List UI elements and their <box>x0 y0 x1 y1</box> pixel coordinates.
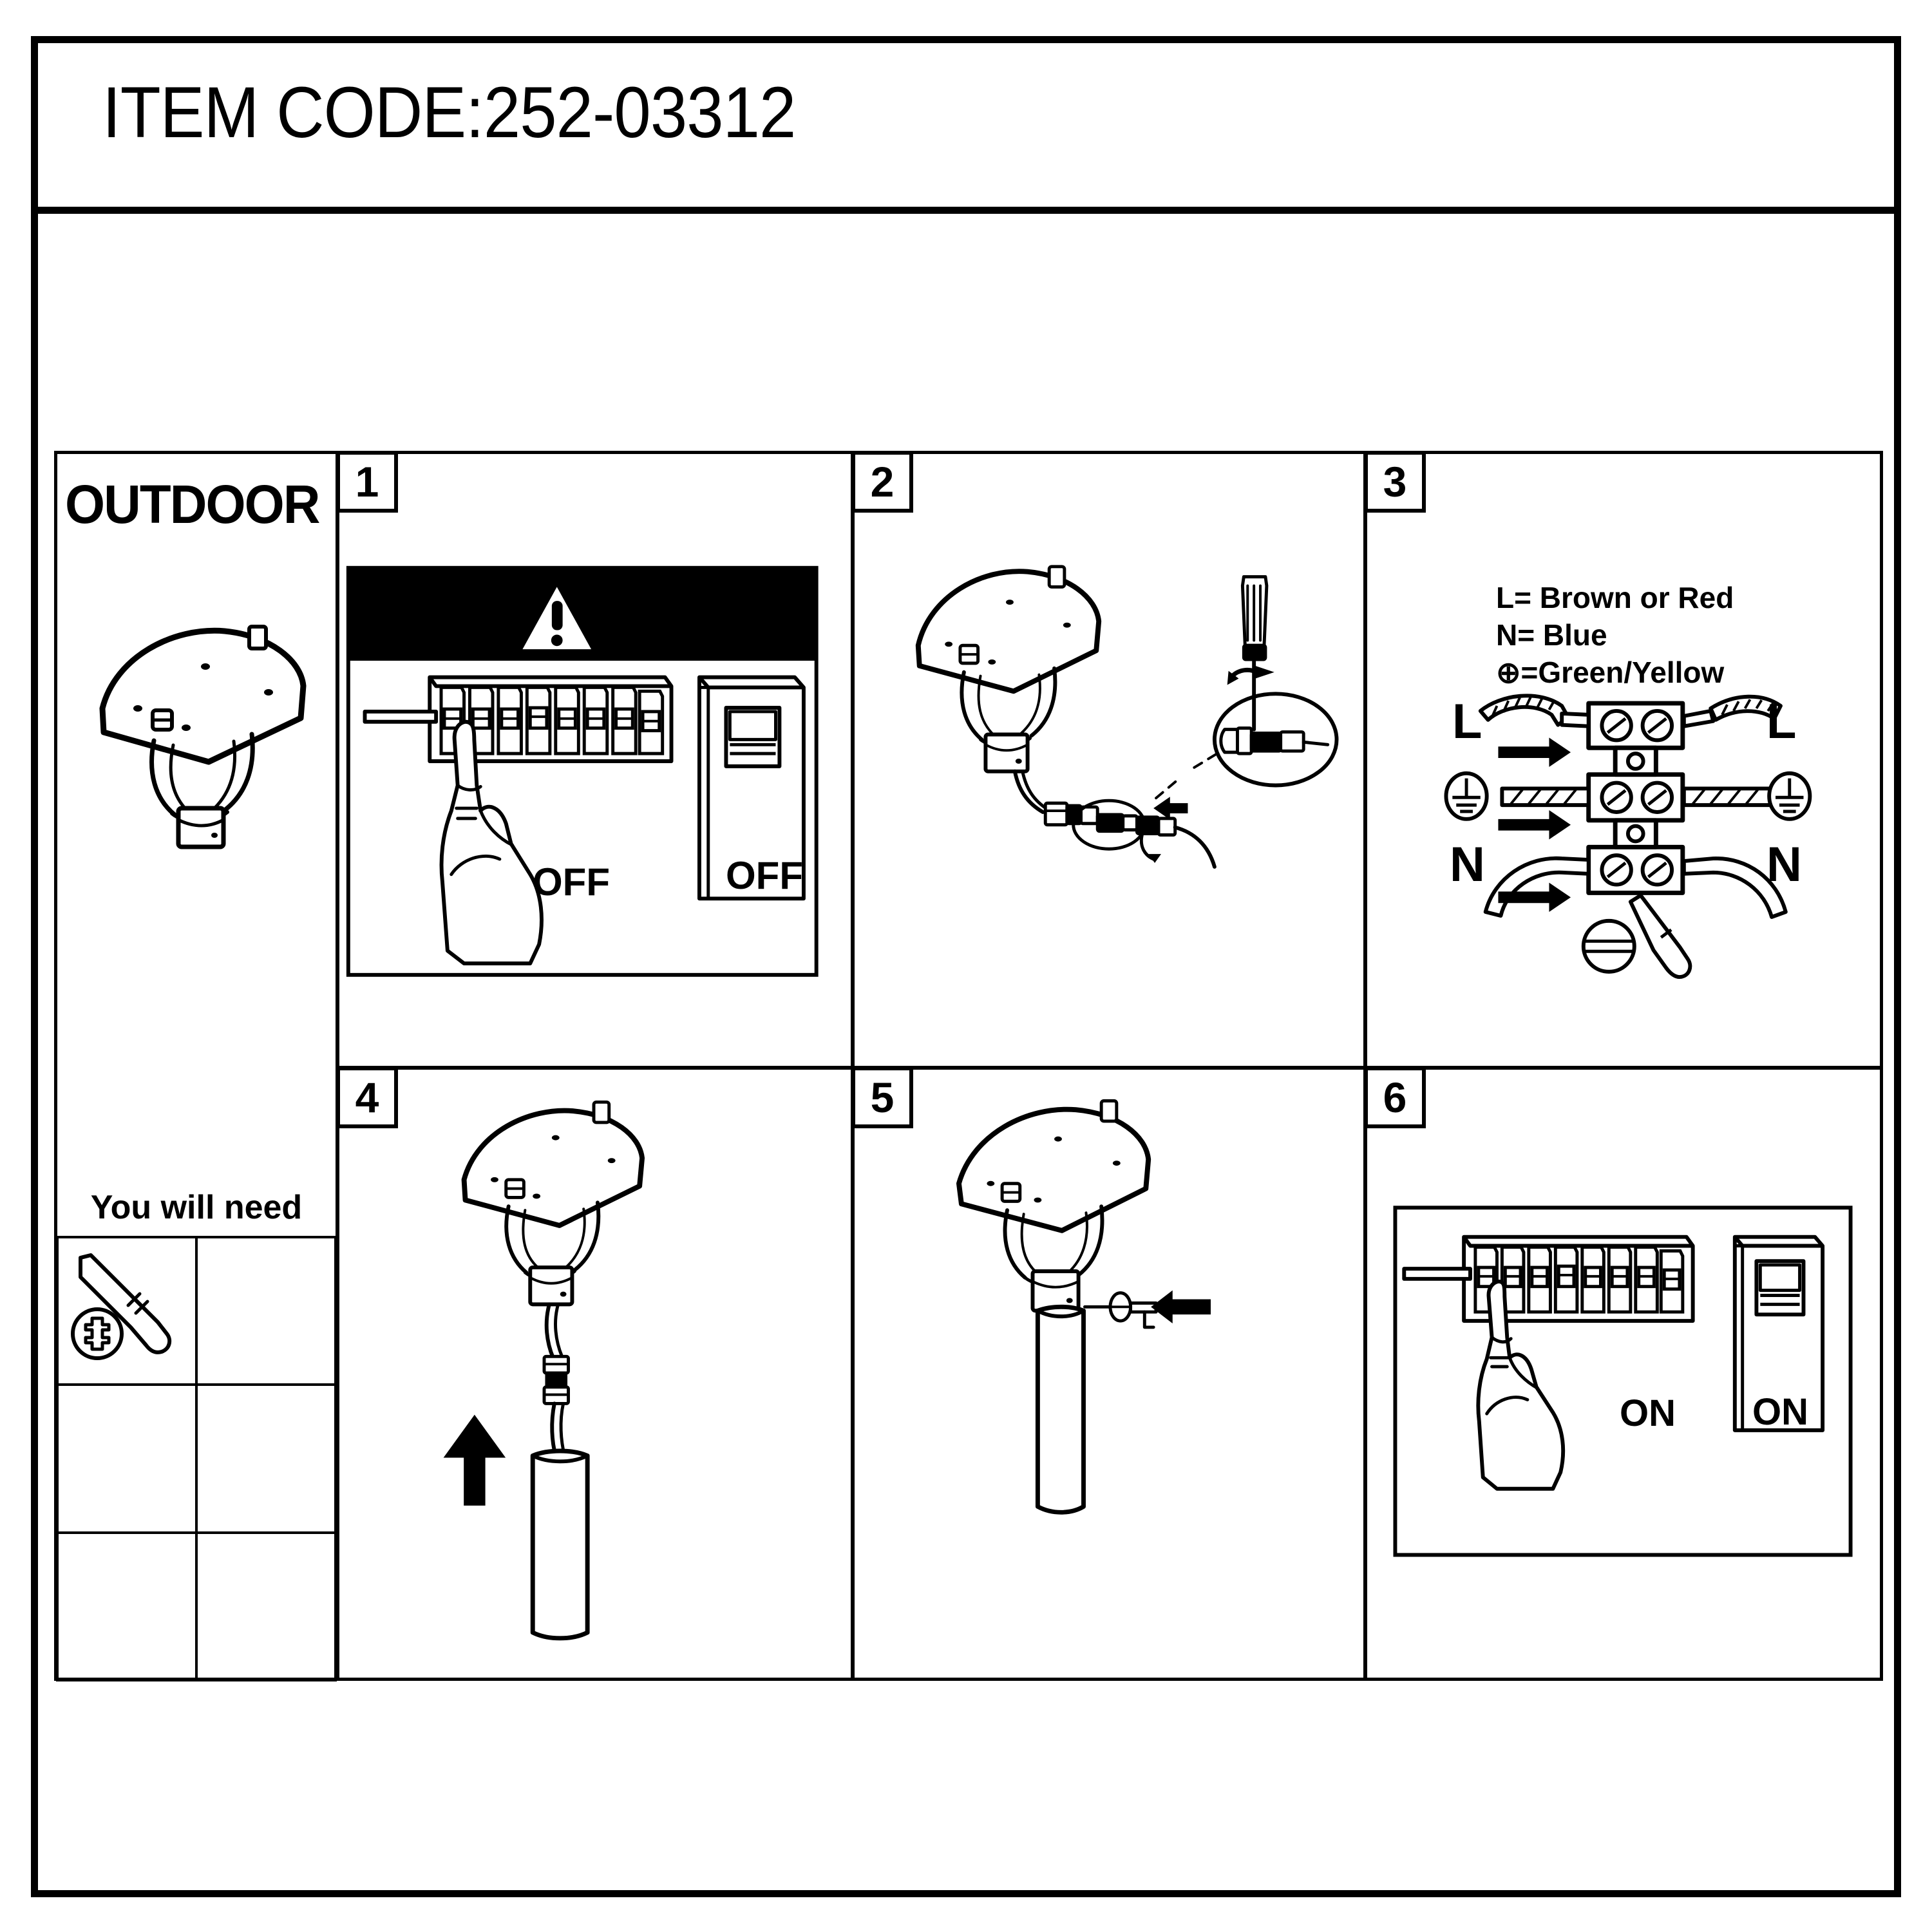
phillips-screwdriver-icon <box>71 1253 172 1360</box>
step-4-illustration <box>443 1100 645 1641</box>
tool-cell-4 <box>195 1383 337 1534</box>
step-1-off-label-main: OFF <box>726 854 803 897</box>
terminal-label-right-neutral: N <box>1766 837 1802 892</box>
step-panel-3: 3 L= Brown or Red N= Blue ⊕=Green/Yellow <box>1364 451 1883 1069</box>
outdoor-heading: OUTDOOR <box>65 474 320 535</box>
step-2-illustration <box>915 565 1339 869</box>
tool-cell-5 <box>56 1531 198 1681</box>
step-6-on-label-main: ON <box>1752 1391 1808 1433</box>
step-number-3: 3 <box>1364 451 1426 513</box>
step-5-illustration <box>956 1099 1211 1515</box>
page-title: ITEM CODE:252-03312 <box>102 72 796 153</box>
step-number-1: 1 <box>336 451 398 513</box>
step-number-5: 5 <box>851 1066 913 1128</box>
title-bar: ITEM CODE:252-03312 <box>31 36 1901 214</box>
step-6-illustration <box>1393 1206 1853 1557</box>
tools-heading: You will need <box>90 1189 303 1226</box>
tool-cell-1 <box>56 1236 198 1387</box>
legend-line-earth: ⊕=Green/Yellow <box>1496 655 1725 689</box>
tool-cell-6 <box>195 1531 337 1681</box>
step-panel-6: 6 <box>1364 1066 1883 1681</box>
step-number-6: 6 <box>1364 1066 1426 1128</box>
step-1-off-label-breaker: OFF <box>533 860 610 904</box>
pointing-hand-icon <box>1476 1279 1566 1491</box>
terminal-label-right-live: L <box>1766 694 1797 749</box>
step-panel-1: 1 <box>336 451 854 1069</box>
step-panel-2: 2 <box>851 451 1367 1069</box>
tool-cell-3 <box>56 1383 198 1534</box>
legend-line-neutral: N= Blue <box>1496 618 1607 652</box>
step-panel-5: 5 <box>851 1066 1367 1681</box>
terminal-label-left-neutral: N <box>1450 837 1485 892</box>
tool-cell-2 <box>195 1236 337 1387</box>
pointing-hand-icon <box>439 719 544 965</box>
terminal-label-left-live: L <box>1452 694 1482 749</box>
product-icon <box>99 625 307 849</box>
tools-grid <box>56 1236 337 1681</box>
outdoor-panel: OUTDOOR <box>54 451 339 1681</box>
step-number-2: 2 <box>851 451 913 513</box>
step-3-illustration <box>1444 694 1812 980</box>
step-panel-4: 4 <box>336 1066 854 1681</box>
warning-triangle-icon <box>522 587 592 650</box>
step-6-on-label-breaker: ON <box>1620 1392 1676 1434</box>
steps-grid: OUTDOOR <box>54 451 1883 1681</box>
legend-line-live: L= Brown or Red <box>1496 581 1734 614</box>
step-1-illustration <box>346 565 819 977</box>
step-number-4: 4 <box>336 1066 398 1128</box>
